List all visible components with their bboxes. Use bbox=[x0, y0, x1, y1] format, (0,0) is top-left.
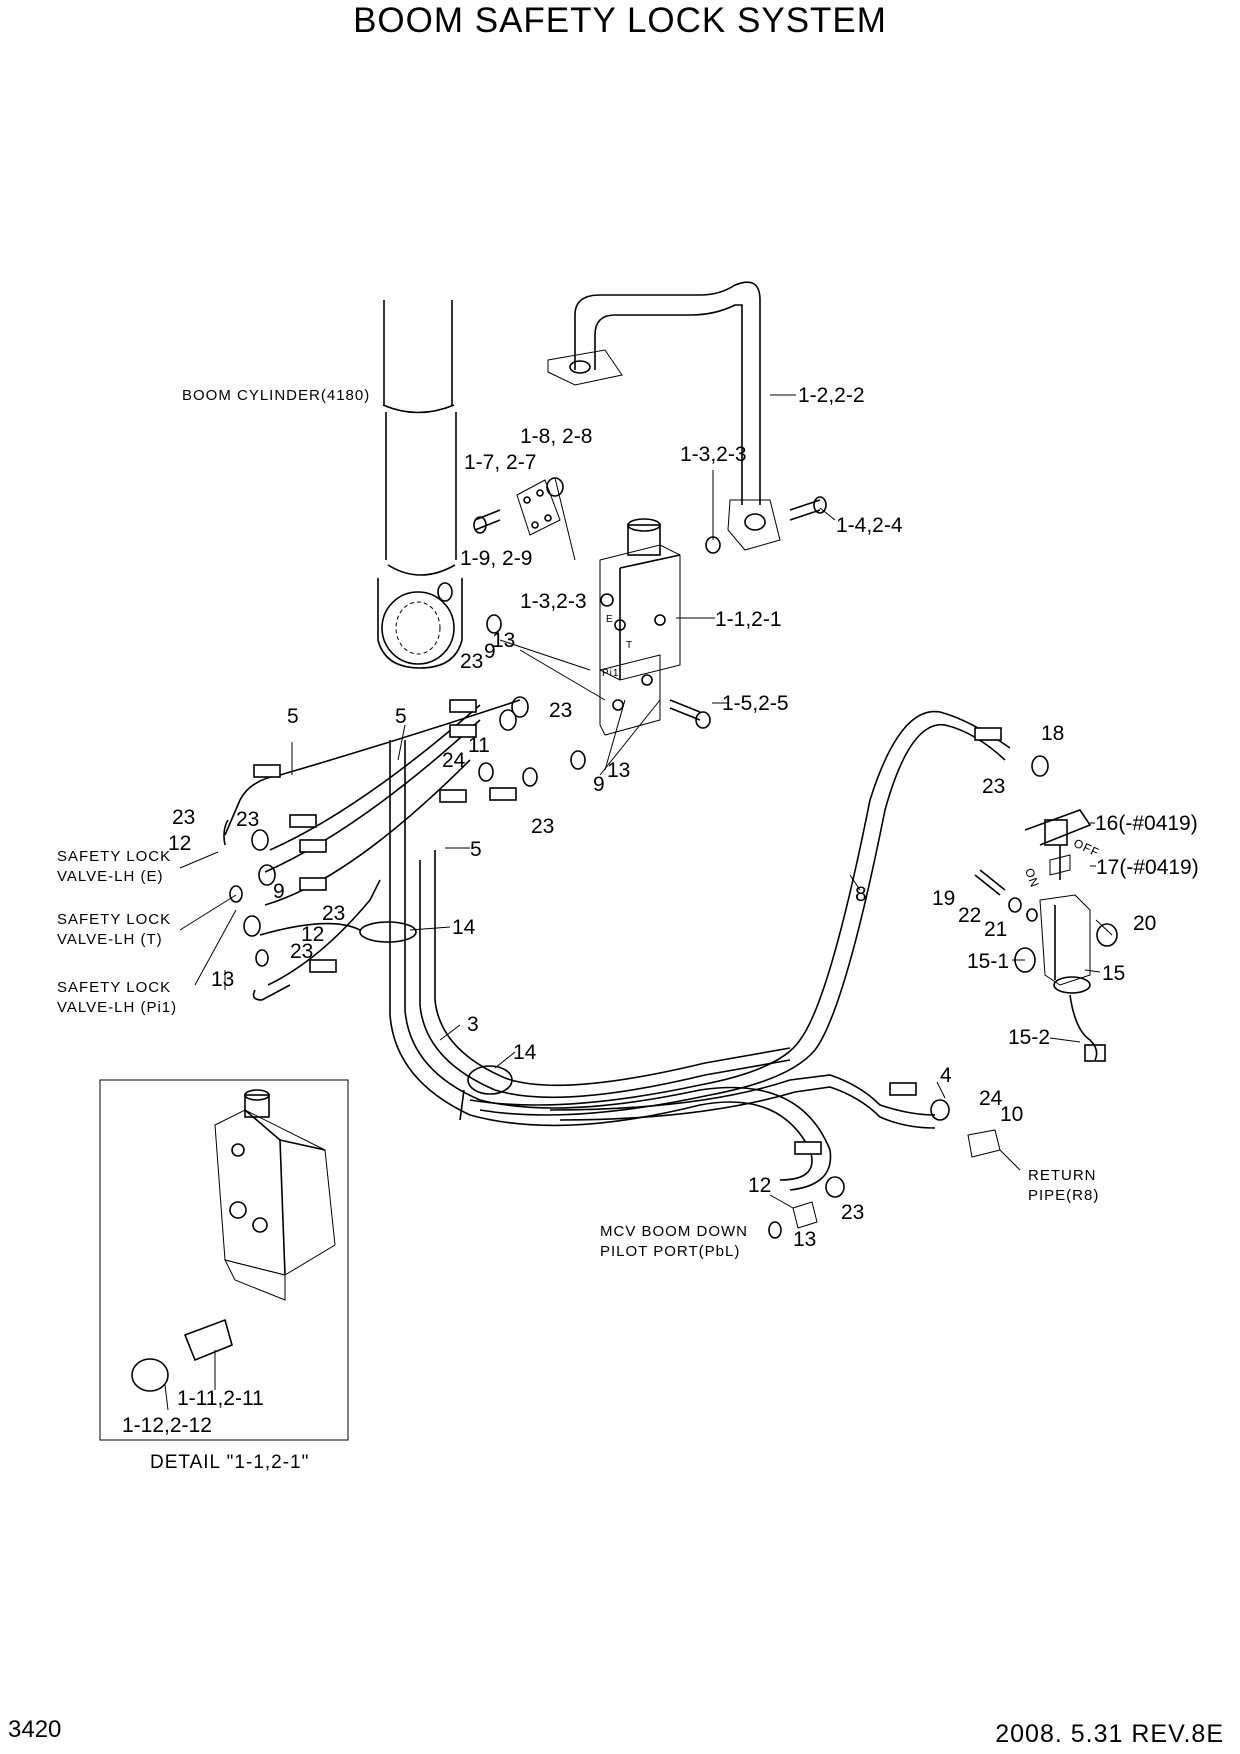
callout-11: 11 bbox=[468, 734, 490, 757]
boom-cylinder-drawing bbox=[377, 300, 463, 669]
leader-lines bbox=[179, 394, 1113, 1209]
callout-16: 16(-#0419) bbox=[1095, 812, 1198, 835]
callout-23c: 23 bbox=[531, 815, 555, 838]
page-number: 3420 bbox=[8, 1716, 62, 1743]
note-mcv-boom-down-line1: MCV BOOM DOWN bbox=[600, 1223, 748, 1240]
callout-13c: 13 bbox=[211, 968, 235, 991]
solenoid-assembly bbox=[974, 809, 1118, 1062]
note-return-pipe: RETURN PIPE(R8) bbox=[1028, 1166, 1099, 1206]
callout-1-3-top: 1-3,2-3 bbox=[680, 443, 747, 466]
callout-15-1: 15-1 bbox=[967, 950, 1010, 973]
callout-23i: 23 bbox=[841, 1201, 865, 1224]
callout-15: 15 bbox=[1102, 962, 1126, 985]
note-safety-lock-e: SAFETY LOCK VALVE-LH (E) bbox=[57, 847, 171, 887]
callout-12c: 12 bbox=[748, 1174, 772, 1197]
callout-1-11: 1-11,2-11 bbox=[177, 1387, 264, 1410]
hose-fittings bbox=[229, 696, 1049, 1239]
note-return-pipe-line2: PIPE(R8) bbox=[1028, 1187, 1100, 1204]
note-safety-lock-e-line2: VALVE-LH (E) bbox=[57, 868, 164, 885]
callout-1-4: 1-4,2-4 bbox=[836, 514, 903, 537]
callout-22: 22 bbox=[958, 904, 982, 927]
callout-23d: 23 bbox=[172, 806, 196, 829]
note-safety-lock-pi1: SAFETY LOCK VALVE-LH (Pi1) bbox=[57, 978, 177, 1018]
note-safety-lock-pi1-line1: SAFETY LOCK bbox=[57, 979, 172, 996]
callout-5a: 5 bbox=[287, 705, 299, 728]
page-title: BOOM SAFETY LOCK SYSTEM bbox=[353, 1, 887, 40]
detail-box bbox=[99, 1079, 349, 1441]
callout-23f: 23 bbox=[322, 902, 346, 925]
callout-1-9: 1-9, 2-9 bbox=[460, 547, 533, 570]
note-port-t: T bbox=[626, 640, 634, 651]
callout-1-3-mid: 1-3,2-3 bbox=[520, 590, 587, 613]
callout-9c: 9 bbox=[273, 880, 285, 903]
callout-4: 4 bbox=[940, 1064, 952, 1087]
note-safety-lock-t-line1: SAFETY LOCK bbox=[57, 911, 172, 928]
note-safety-lock-t: SAFETY LOCK VALVE-LH (T) bbox=[57, 910, 171, 950]
callout-24a: 24 bbox=[442, 749, 466, 772]
callout-19: 19 bbox=[932, 887, 956, 910]
callout-12a: 12 bbox=[168, 832, 192, 855]
note-safety-lock-t-line2: VALVE-LH (T) bbox=[57, 931, 163, 948]
callout-1-8: 1-8, 2-8 bbox=[520, 425, 593, 448]
note-port-e: E bbox=[606, 614, 614, 625]
callout-1-1: 1-1,2-1 bbox=[715, 608, 782, 631]
callout-1-5: 1-5,2-5 bbox=[722, 692, 789, 715]
tube-1-2 bbox=[547, 281, 781, 551]
note-return-pipe-line1: RETURN bbox=[1028, 1167, 1097, 1184]
callout-9a: 9 bbox=[484, 640, 496, 663]
callout-23e: 23 bbox=[236, 808, 260, 831]
callout-1-2: 1-2,2-2 bbox=[798, 384, 865, 407]
callout-18: 18 bbox=[1041, 722, 1065, 745]
clamps-14 bbox=[359, 921, 513, 1121]
note-safety-lock-e-line1: SAFETY LOCK bbox=[57, 848, 172, 865]
callout-9b: 9 bbox=[593, 773, 605, 796]
callout-17: 17(-#0419) bbox=[1096, 856, 1199, 879]
callout-21: 21 bbox=[984, 918, 1008, 941]
callout-13a: 13 bbox=[492, 629, 516, 652]
revision-date: 2008. 5.31 REV.8E bbox=[995, 1720, 1224, 1748]
note-mcv-boom-down: MCV BOOM DOWN PILOT PORT(PbL) bbox=[600, 1222, 748, 1262]
note-boom-cylinder: BOOM CYLINDER(4180) bbox=[182, 387, 371, 404]
callout-13b: 13 bbox=[607, 759, 631, 782]
callout-23b: 23 bbox=[549, 699, 573, 722]
note-safety-lock-pi1-line2: VALVE-LH (Pi1) bbox=[57, 999, 178, 1016]
callout-5c: 5 bbox=[470, 838, 482, 861]
note-port-pi1: Pi1 bbox=[602, 668, 620, 679]
callout-1-7: 1-7, 2-7 bbox=[464, 451, 537, 474]
callout-14a: 14 bbox=[452, 916, 476, 939]
valve-block-1-1 bbox=[599, 518, 681, 736]
note-mcv-boom-down-line2: PILOT PORT(PbL) bbox=[600, 1243, 741, 1260]
callout-10: 10 bbox=[1000, 1103, 1024, 1126]
callout-23h: 23 bbox=[982, 775, 1006, 798]
callout-20: 20 bbox=[1133, 912, 1157, 935]
callout-1-12: 1-12,2-12 bbox=[122, 1414, 212, 1437]
bolts-and-plate bbox=[473, 477, 827, 729]
callout-3: 3 bbox=[467, 1013, 479, 1036]
callout-8: 8 bbox=[855, 883, 867, 906]
detail-caption: DETAIL "1-1,2-1" bbox=[150, 1452, 310, 1473]
callout-5b: 5 bbox=[395, 705, 407, 728]
callout-14b: 14 bbox=[513, 1041, 537, 1064]
callout-24b: 24 bbox=[979, 1087, 1003, 1110]
callout-13d: 13 bbox=[793, 1228, 817, 1251]
callout-12b: 12 bbox=[301, 923, 325, 946]
callout-23g: 23 bbox=[290, 940, 314, 963]
callout-23a: 23 bbox=[460, 650, 484, 673]
callout-15-2: 15-2 bbox=[1008, 1026, 1051, 1049]
